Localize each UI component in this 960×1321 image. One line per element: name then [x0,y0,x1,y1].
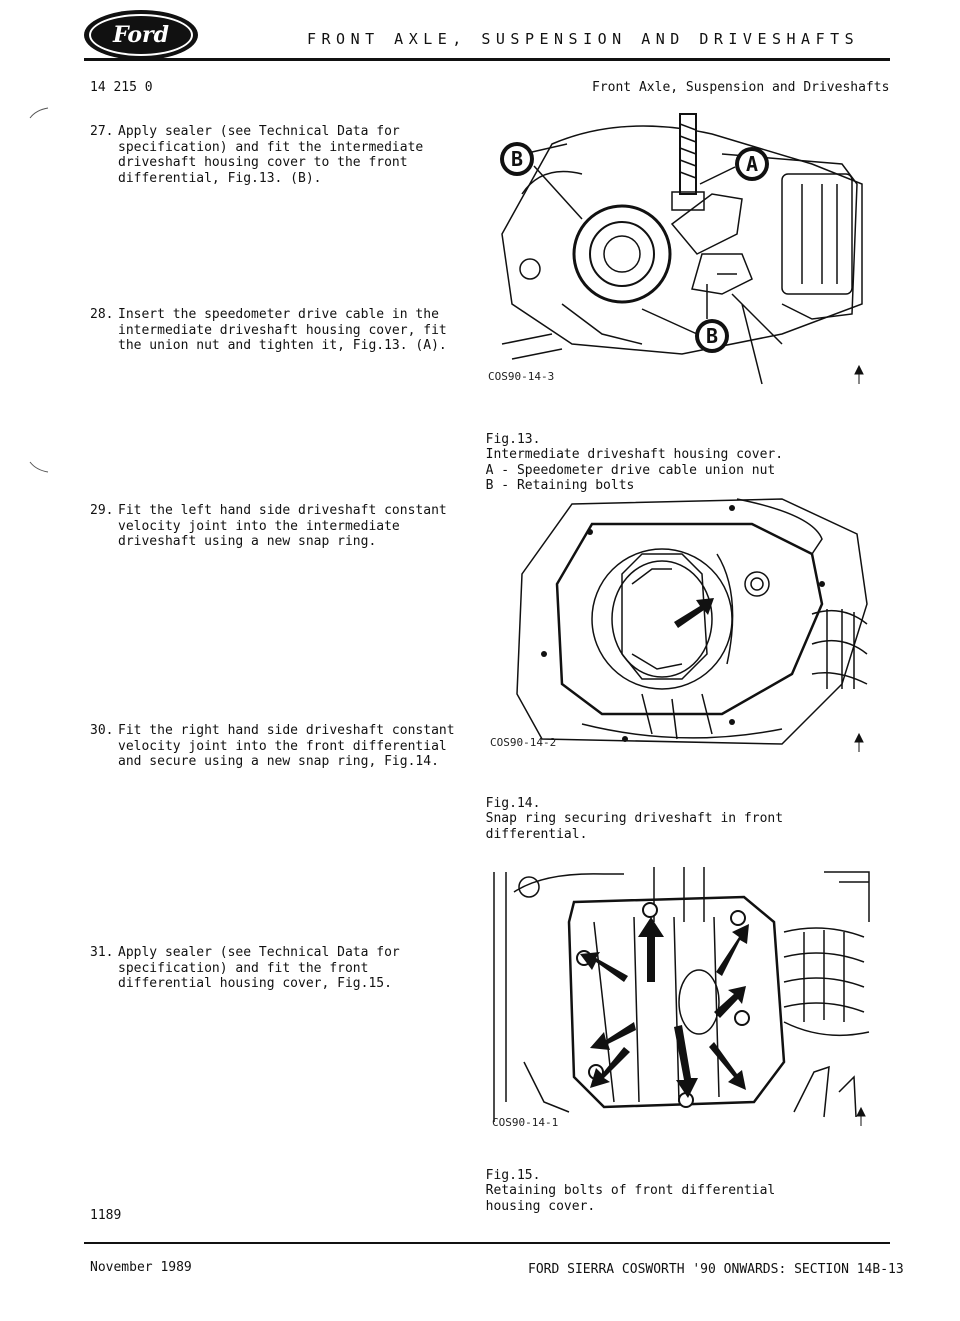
figure-13-caption-text: Intermediate driveshaft housing cover. A… [485,447,784,493]
figure-15-illustration: COS90-14-1 [484,862,874,1132]
figure-13-illustration: B A B COS90-14-3 [482,104,872,388]
footer-date: November 1989 [90,1260,192,1275]
header-rule [84,58,890,61]
section-heading: Front Axle, Suspension and Driveshafts [592,80,890,95]
callout-b-bottom: B [706,324,718,348]
figure-14-code: COS90-14-2 [490,736,556,749]
north-arrow-icon [854,364,864,384]
figure-15-caption: Fig.15. Retaining bolts of front differe… [470,1152,776,1214]
page-number: 1189 [90,1208,122,1223]
north-arrow-icon [856,1106,866,1126]
footer-publication: FORD SIERRA COSWORTH '90 ONWARDS: SECTIO… [528,1262,904,1277]
figure-13-code: COS90-14-3 [488,370,554,383]
figure-15-label: Fig.15. [485,1167,541,1183]
figure-13-label: Fig.13. [485,431,541,447]
figure-14-label: Fig.14. [485,795,541,811]
figure-15-caption-text: Retaining bolts of front differential ho… [485,1183,776,1214]
figure-13-caption: Fig.13. Intermediate driveshaft housing … [470,416,783,494]
chapter-title: FRONT AXLE, SUSPENSION AND DRIVESHAFTS [307,30,860,48]
figure-14-caption: Fig.14. Snap ring securing driveshaft in… [470,780,783,842]
margin-tick-icon [29,107,49,119]
callout-b-top: B [511,147,523,171]
north-arrow-icon [854,732,864,752]
margin-tick-icon [29,461,49,473]
ford-logo: Ford [84,10,198,60]
callout-a: A [746,152,758,176]
figure-15-code: COS90-14-1 [492,1116,558,1129]
footer-rule [84,1242,890,1244]
figure-14-illustration: COS90-14-2 [482,494,872,756]
figure-14-caption-text: Snap ring securing driveshaft in front d… [485,811,784,842]
ford-logo-text: Ford [89,14,193,56]
page-reference: 14 215 0 [90,80,153,95]
